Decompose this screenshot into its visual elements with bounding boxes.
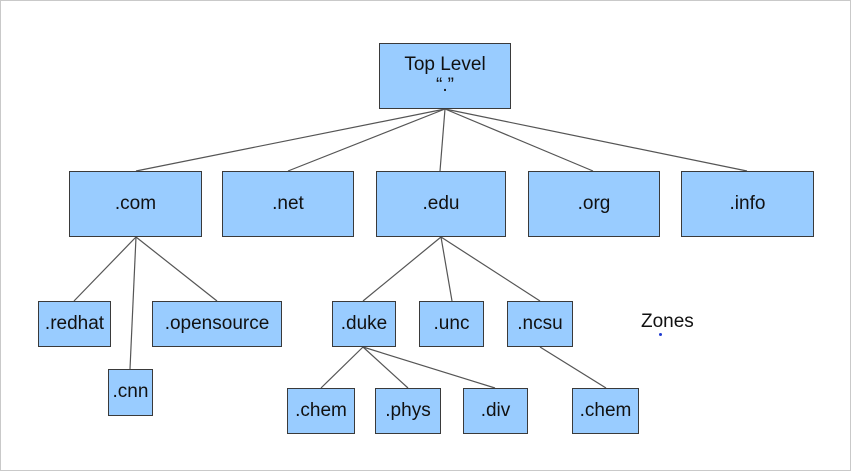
node-cnn: .cnn: [108, 369, 153, 416]
link-duke-chem: [320, 346, 364, 389]
node-unc: .unc: [419, 301, 484, 347]
node-org: .org: [528, 171, 660, 237]
node-redhat: .redhat: [38, 301, 111, 347]
node-top-level: Top Level “.”: [379, 43, 511, 109]
link-root-net: [287, 108, 446, 172]
node-top-level-line2: “.”: [436, 75, 454, 96]
link-duke-phys: [362, 346, 409, 389]
node-duke: .duke: [332, 301, 396, 347]
node-duke-div: .div: [463, 388, 528, 434]
link-com-redhat: [73, 236, 137, 302]
link-root-com: [135, 108, 446, 172]
link-com-opensource: [135, 236, 218, 302]
node-opensource: .opensource: [152, 301, 282, 347]
node-duke-phys: .phys: [375, 388, 441, 434]
cursor-dot: [659, 333, 662, 336]
node-ncsu: .ncsu: [507, 301, 573, 347]
node-net: .net: [222, 171, 354, 237]
zones-label: Zones: [641, 311, 694, 332]
link-edu-ncsu: [440, 236, 541, 302]
link-root-org: [444, 108, 594, 172]
node-ncsu-chem: .chem: [572, 388, 639, 434]
node-duke-chem: .chem: [287, 388, 355, 434]
node-top-level-line1: Top Level: [404, 54, 486, 76]
link-duke-div: [362, 346, 496, 389]
link-ncsu-chem: [539, 346, 607, 389]
node-com: .com: [69, 171, 202, 237]
link-edu-duke: [362, 236, 442, 302]
node-edu: .edu: [376, 171, 506, 237]
node-info: .info: [681, 171, 814, 237]
link-root-edu: [439, 108, 446, 172]
link-com-cnn: [129, 236, 137, 370]
link-edu-unc: [440, 236, 453, 302]
link-root-info: [444, 108, 748, 172]
